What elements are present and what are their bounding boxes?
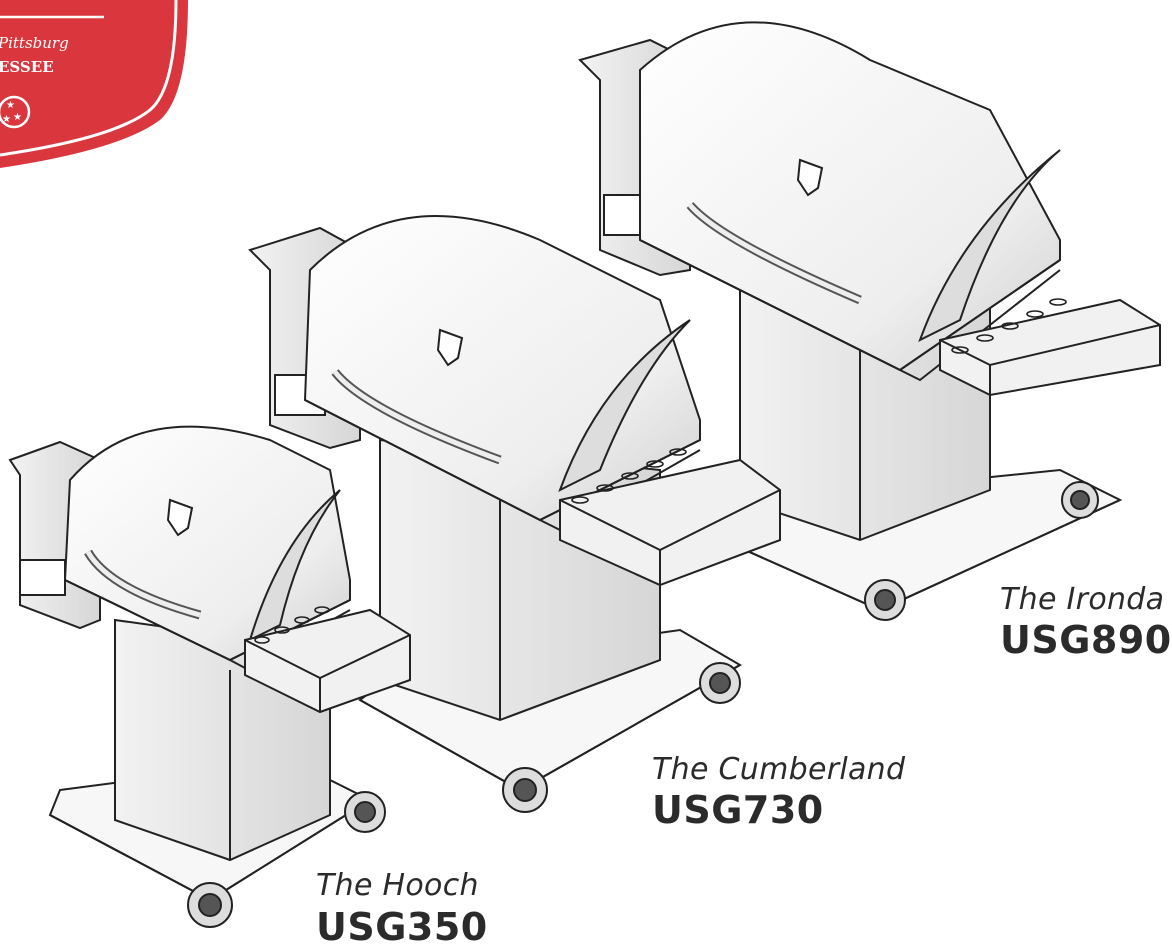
svg-text:★: ★ [6,100,15,111]
product-name-ironda: The Ironda [1000,582,1165,617]
badge-border [0,0,178,157]
grill-usg890 [578,21,1161,621]
tennessee-badge: Pittsburg ESSEE ★ ★ ★ [0,0,188,168]
svg-text:★: ★ [2,114,11,125]
svg-text:★: ★ [13,112,22,123]
product-name-cumberland: The Cumberland [652,752,906,787]
product-model-usg350: USG350 [316,905,488,949]
badge-line2: ESSEE [0,58,54,76]
badge-line1: Pittsburg [0,34,69,52]
grill-usg730 [248,215,781,813]
product-model-usg730: USG730 [652,788,824,832]
grill-usg350 [8,425,411,928]
badge-shape [0,0,188,168]
product-model-usg890: USG890 [1000,618,1172,662]
tri-star-icon: ★ ★ ★ [0,95,31,129]
product-name-hooch: The Hooch [316,868,479,903]
